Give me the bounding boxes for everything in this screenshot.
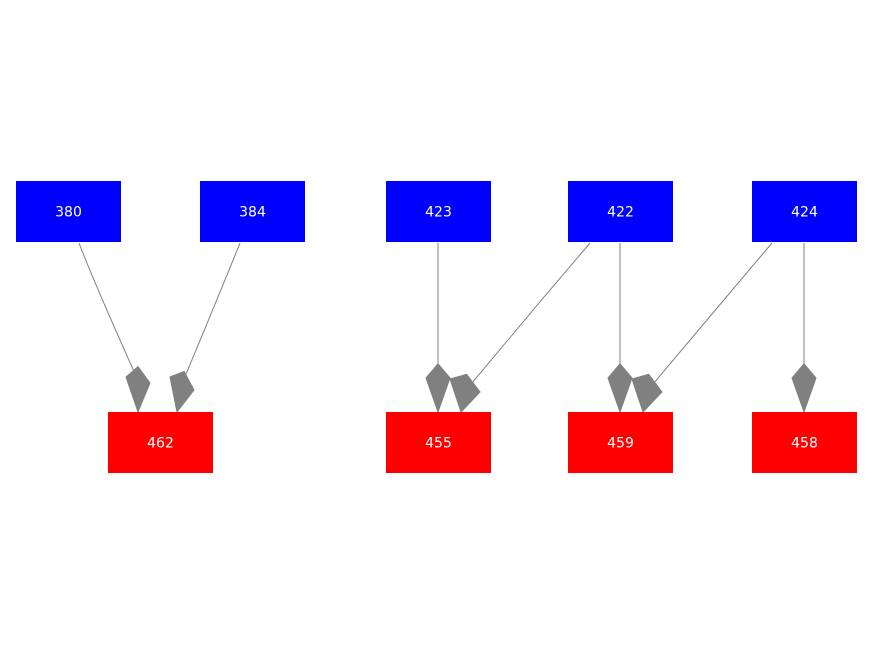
edge-384-to-462 <box>169 242 241 414</box>
node-label: 462 <box>147 436 174 452</box>
node-380[interactable]: 380 <box>16 181 121 242</box>
edge-422-to-459 <box>607 243 633 414</box>
node-label: 455 <box>425 436 452 452</box>
nodes-layer: 380 384 423 422 424 462 455 459 458 <box>16 181 857 473</box>
node-423[interactable]: 423 <box>386 181 491 242</box>
edge-423-to-455 <box>425 242 451 414</box>
node-462[interactable]: 462 <box>108 412 213 473</box>
node-label: 424 <box>791 205 818 221</box>
node-label: 380 <box>55 205 82 221</box>
node-box[interactable] <box>568 181 673 242</box>
edge-380-to-462 <box>78 242 151 414</box>
edge-line <box>465 242 591 391</box>
node-label: 458 <box>791 436 818 452</box>
node-label: 423 <box>425 205 452 221</box>
node-box[interactable] <box>200 181 305 242</box>
node-384[interactable]: 384 <box>200 181 305 242</box>
node-box[interactable] <box>108 412 213 473</box>
node-424[interactable]: 424 <box>752 181 857 242</box>
node-459[interactable]: 459 <box>568 412 673 473</box>
edge-422-to-455 <box>449 242 591 413</box>
node-box[interactable] <box>568 412 673 473</box>
node-458[interactable]: 458 <box>752 412 857 473</box>
arrowhead-icon <box>125 365 151 414</box>
node-455[interactable]: 455 <box>386 412 491 473</box>
edge-line <box>181 242 241 385</box>
node-label: 459 <box>607 436 634 452</box>
arrowhead-icon <box>449 373 481 413</box>
node-box[interactable] <box>752 412 857 473</box>
edges-layer <box>78 242 817 414</box>
node-label: 422 <box>607 205 634 221</box>
node-box[interactable] <box>386 412 491 473</box>
arrowhead-icon <box>425 362 451 414</box>
node-box[interactable] <box>386 181 491 242</box>
node-422[interactable]: 422 <box>568 181 673 242</box>
arrowhead-icon <box>607 362 633 414</box>
node-box[interactable] <box>16 181 121 242</box>
edge-424-to-458 <box>791 243 817 414</box>
edge-line <box>78 242 138 379</box>
arrowhead-icon <box>791 362 817 414</box>
arrowhead-icon <box>631 373 663 413</box>
node-label: 384 <box>239 205 266 221</box>
edge-424-to-459 <box>631 242 773 413</box>
edge-line <box>647 242 773 391</box>
arrowhead-icon <box>169 370 195 414</box>
node-box[interactable] <box>752 181 857 242</box>
